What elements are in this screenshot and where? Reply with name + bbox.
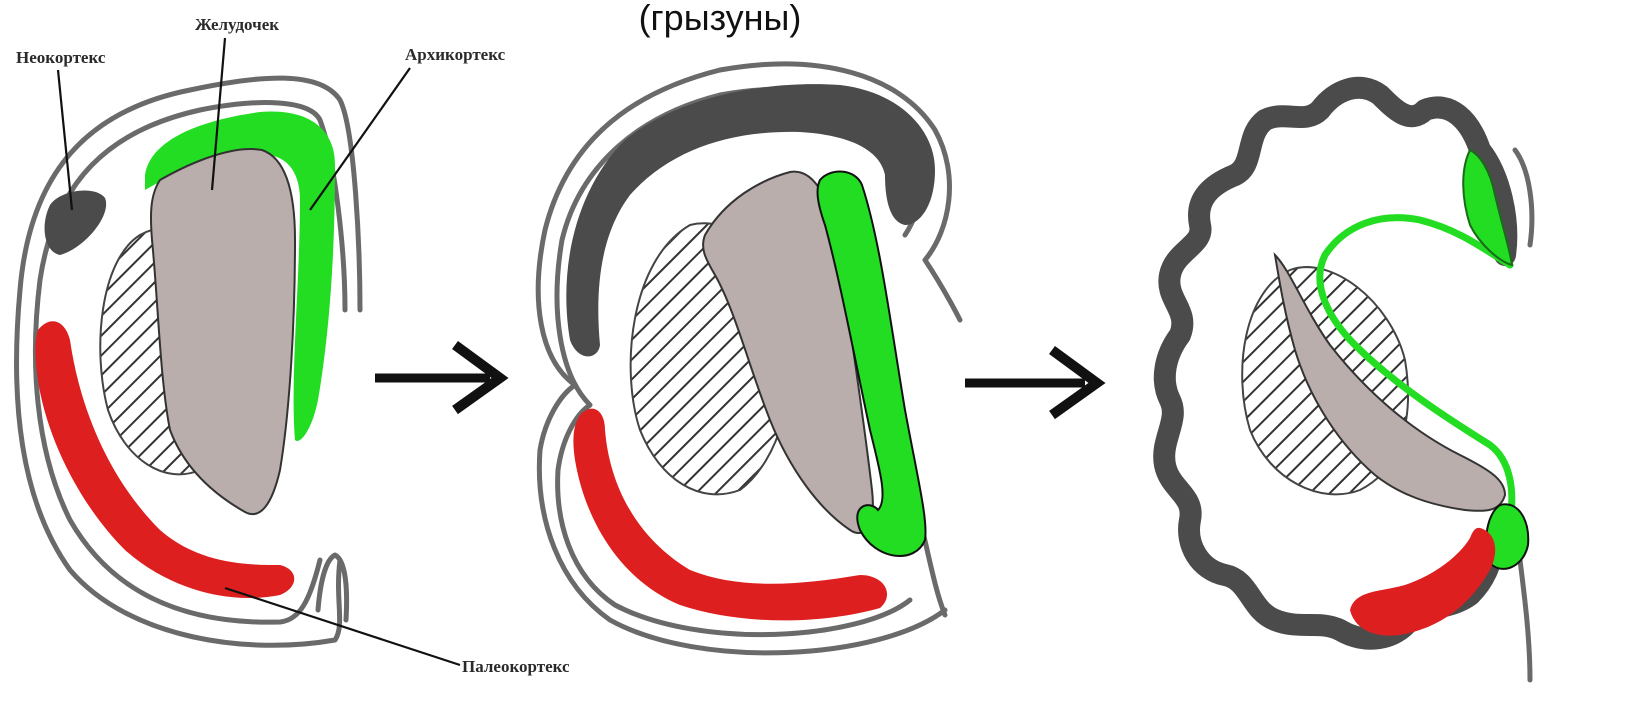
arrow-1 [375, 345, 500, 410]
label-ventricle: Желудочек [195, 15, 279, 34]
stage-1-medial-notch [318, 555, 347, 620]
stage-3-outer-outline [1515, 150, 1532, 680]
leader-paleocortex [225, 588, 460, 665]
stage-3-hemisphere [1164, 88, 1532, 680]
stage-3-paleocortex [1350, 528, 1495, 636]
stage-2-hemisphere [538, 64, 960, 653]
label-archicortex: Архикортекс [405, 45, 506, 64]
stage-1-neocortex [45, 191, 107, 255]
arrow-2 [965, 350, 1097, 415]
label-paleocortex: Палеокортекс [462, 657, 570, 676]
diagram-title: (грызуны) [639, 0, 802, 38]
leader-neocortex [58, 70, 72, 210]
label-neocortex: Неокортекс [16, 48, 106, 67]
